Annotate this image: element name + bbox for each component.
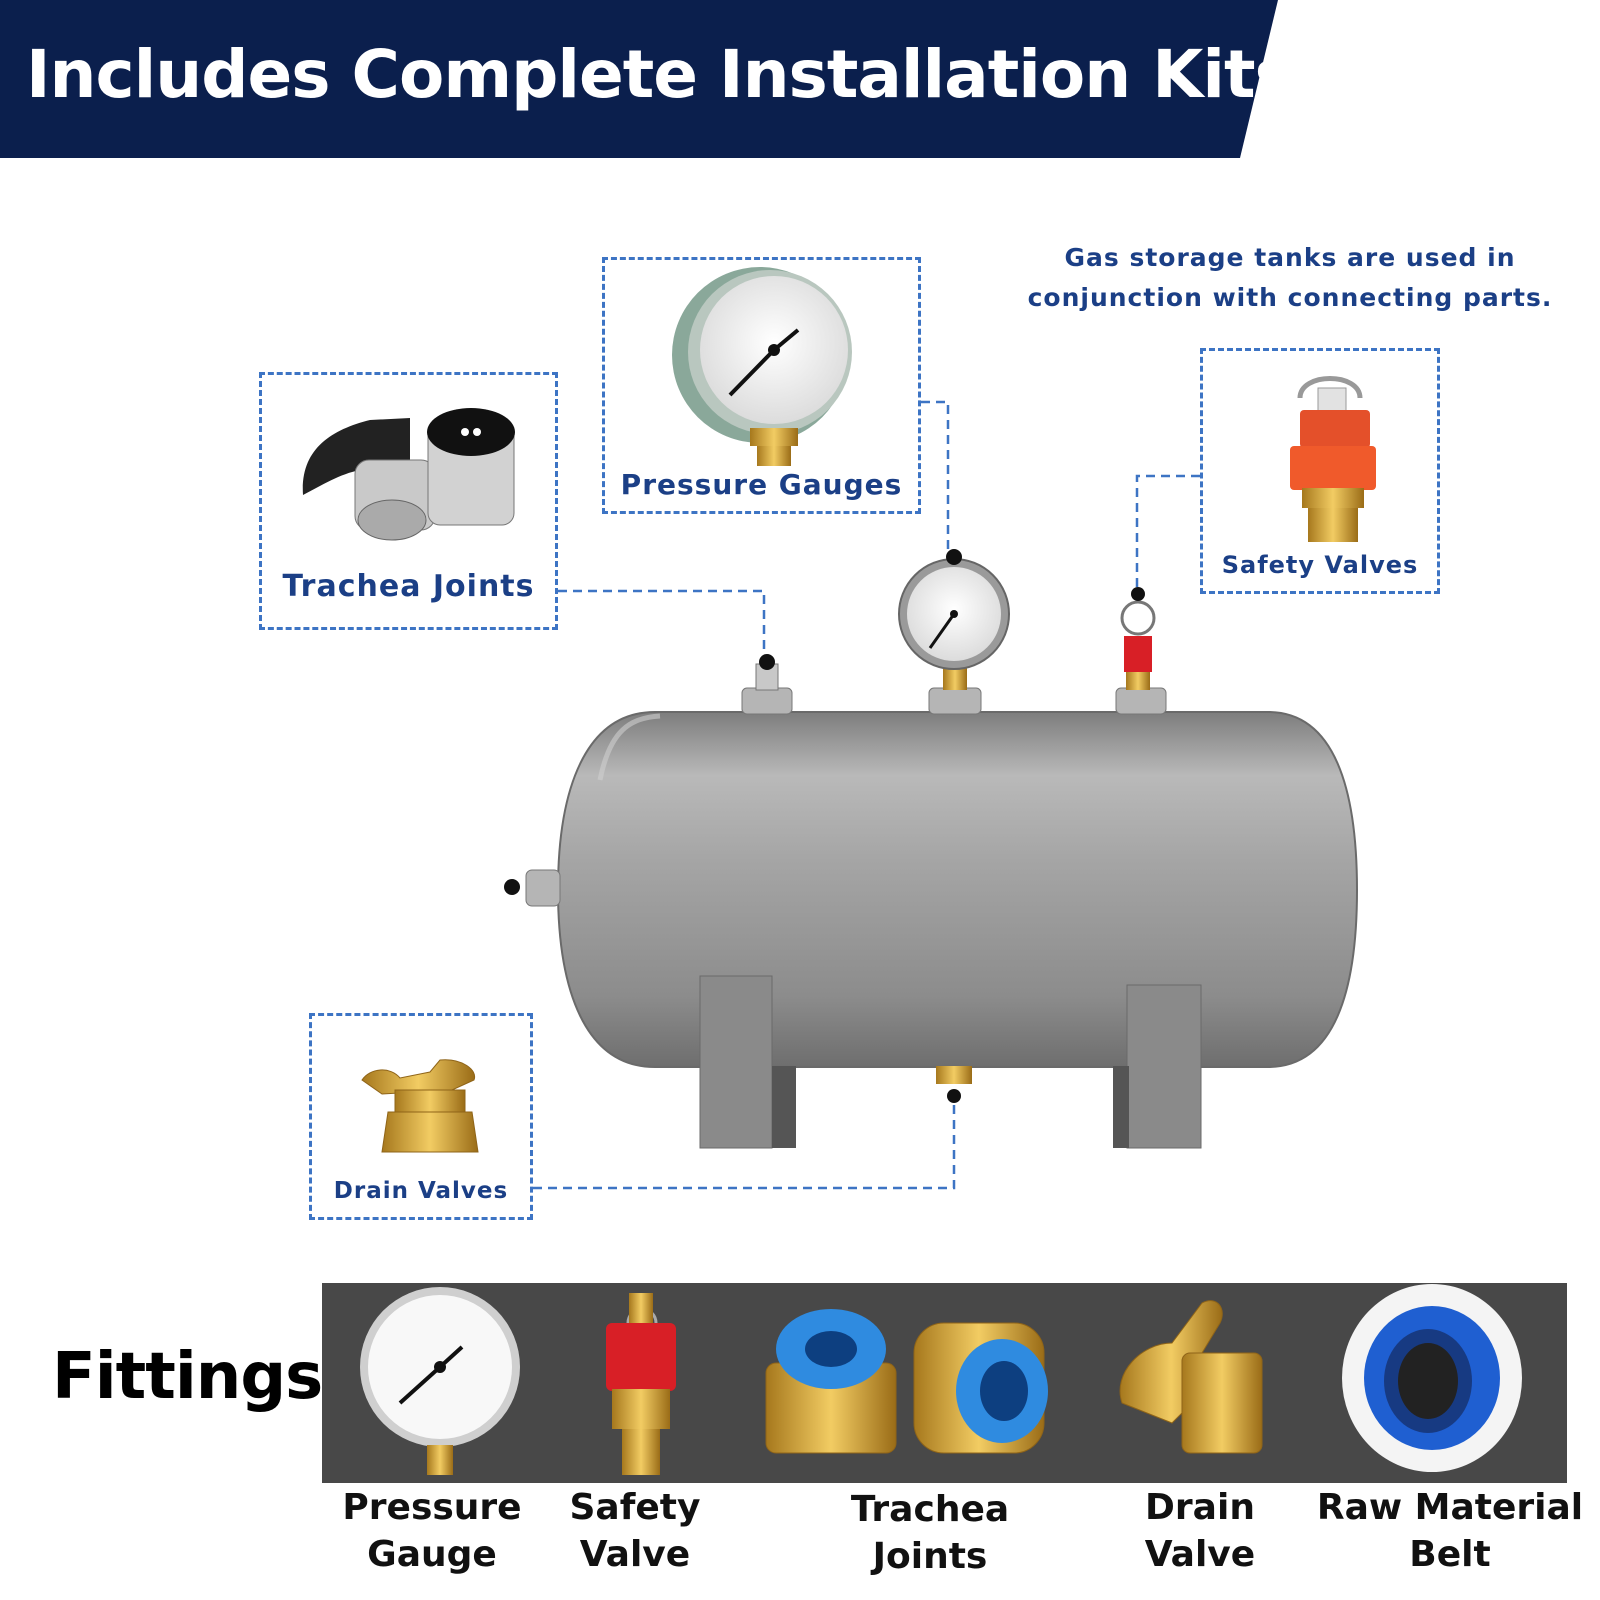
callout-pressure-gauges: Pressure Gauges xyxy=(602,257,921,514)
fitting-label-raw-material-belt: Raw Material Belt xyxy=(1316,1487,1584,1575)
callout-label-trachea-joints: Trachea Joints xyxy=(282,569,535,604)
fitting-drain-valve-image xyxy=(1119,1300,1263,1454)
info-note-line-2: conjunction with connecting parts. xyxy=(1027,283,1553,312)
banner-title: Includes Complete Installation Kits xyxy=(26,36,1294,113)
safety-valve-image xyxy=(1290,376,1376,542)
fitting-label-safety-valve: Safety Valve xyxy=(569,1487,701,1575)
fitting-label-drain-valve: Drain Valve xyxy=(1144,1487,1256,1575)
fittings-images xyxy=(360,1284,1522,1475)
callout-label-drain-valves: Drain Valves xyxy=(333,1178,509,1204)
callout-trachea-joints: Trachea Joints xyxy=(259,372,558,630)
fittings-title: Fittings xyxy=(52,1340,323,1414)
callout-drain-valves: Drain Valves xyxy=(309,1013,533,1220)
fitting-raw-material-belt-image xyxy=(1342,1284,1522,1472)
fitting-label-pressure-gauge: Pressure Gauge xyxy=(342,1487,522,1575)
drain-valve-image xyxy=(361,1059,479,1153)
info-note: Gas storage tanks are used in conjunctio… xyxy=(1010,238,1570,318)
connector-lines xyxy=(533,400,1200,1190)
callout-safety-valves: Safety Valves xyxy=(1200,348,1440,594)
fitting-label-trachea-joints: Trachea Joints xyxy=(850,1489,1010,1577)
air-tank xyxy=(504,549,1359,1149)
pressure-gauge-image xyxy=(672,267,852,466)
trachea-joints-image xyxy=(302,408,515,541)
fitting-trachea-joints-image xyxy=(765,1309,1048,1454)
fitting-safety-valve-image xyxy=(606,1293,676,1475)
tank-illustration xyxy=(302,267,1376,1190)
info-note-line-1: Gas storage tanks are used in xyxy=(1064,243,1516,272)
title-banner xyxy=(0,0,1278,158)
callout-label-safety-valves: Safety Valves xyxy=(1221,551,1419,579)
callout-label-pressure-gauges: Pressure Gauges xyxy=(620,468,903,501)
fitting-pressure-gauge-image xyxy=(360,1287,520,1475)
fittings-strip xyxy=(322,1283,1567,1483)
